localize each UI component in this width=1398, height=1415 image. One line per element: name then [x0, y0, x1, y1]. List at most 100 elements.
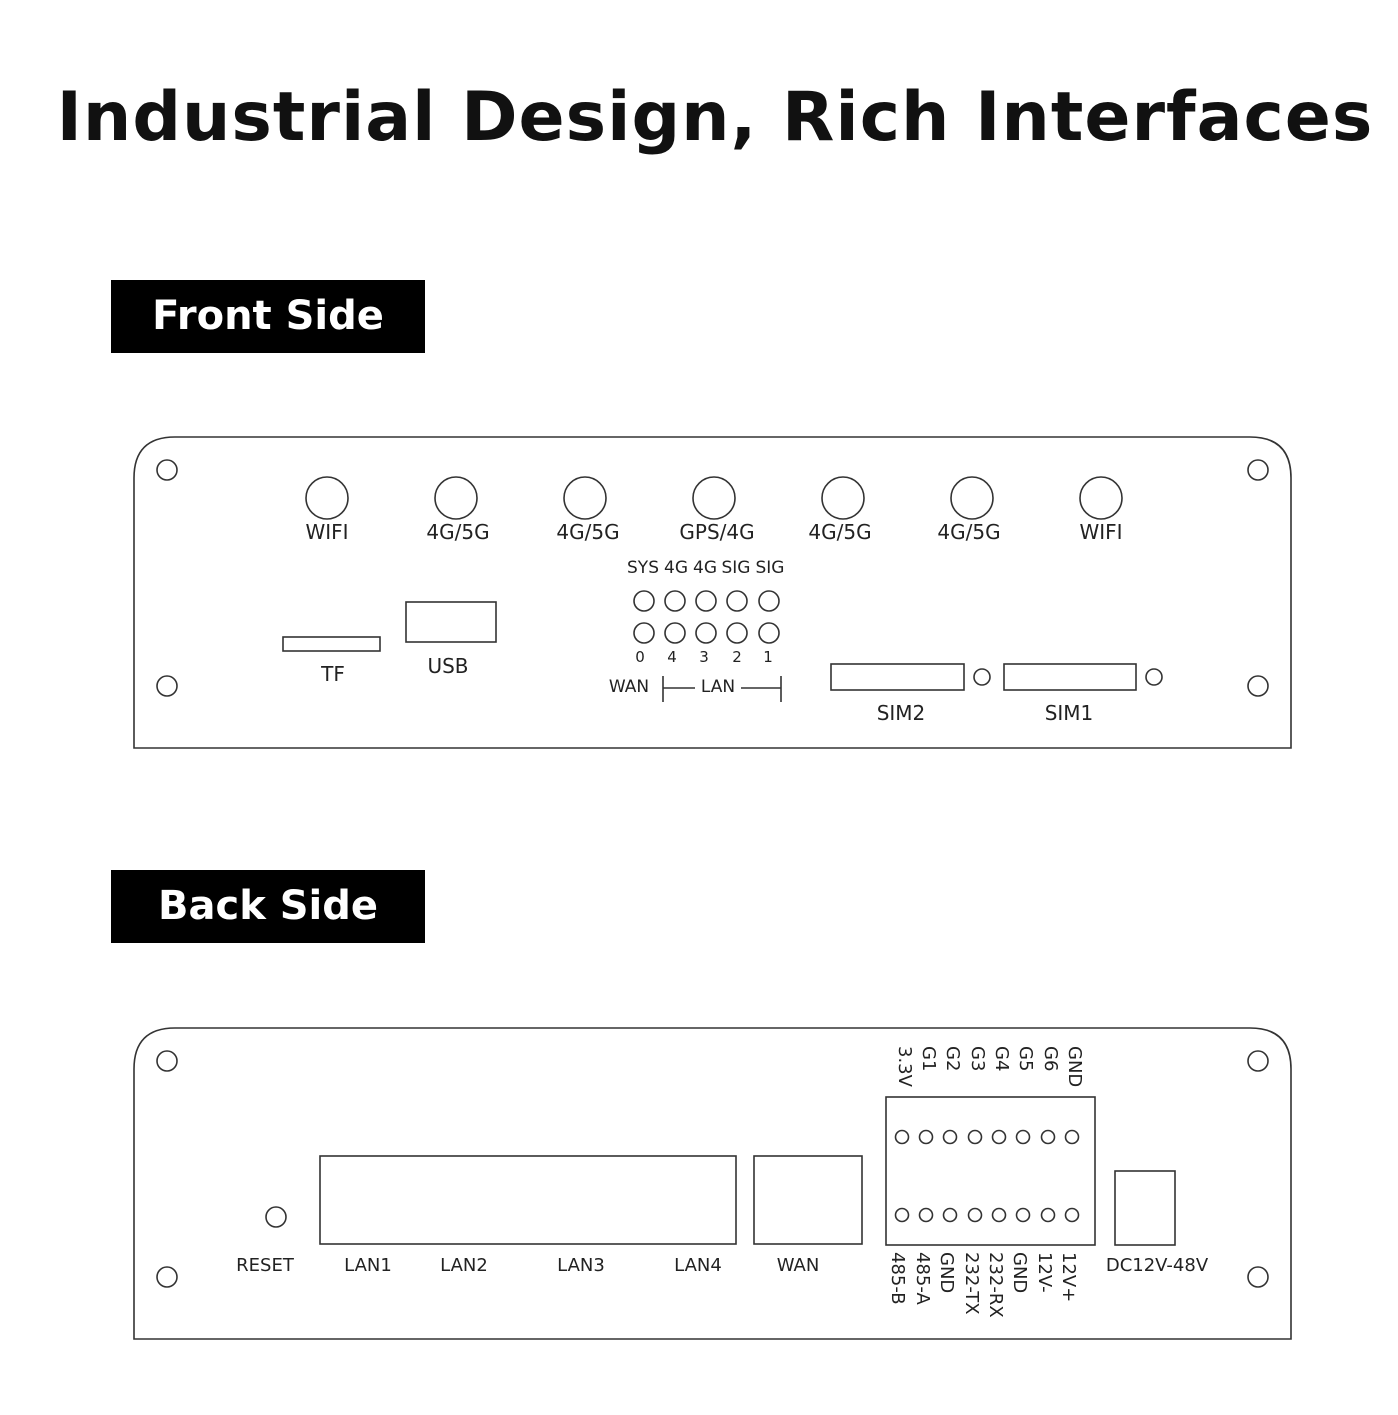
terminal-pin [1015, 1207, 1031, 1223]
front-side-label: Front Side [111, 280, 425, 353]
terminal-top-label: G1 [918, 1046, 939, 1071]
led-top-label: SIG [722, 558, 751, 578]
terminal-pin [991, 1129, 1007, 1145]
led-top-label: 4G [693, 558, 717, 578]
terminal-bottom-label: 232-TX [961, 1252, 982, 1315]
antenna-label: GPS/4G [679, 520, 754, 544]
mount-hole [156, 675, 178, 697]
terminal-top-label: GND [1064, 1046, 1085, 1087]
terminal-pin [967, 1207, 983, 1223]
terminal-pin [942, 1129, 958, 1145]
front-panel: WIFI 4G/5G 4G/5G GPS/4G 4G/5G 4G/5G WIFI… [133, 436, 1292, 749]
led-bottom-label: 1 [763, 648, 773, 666]
sim1-label: SIM1 [1045, 701, 1094, 725]
terminal-pin [1064, 1207, 1080, 1223]
terminal-top-label: G6 [1040, 1046, 1061, 1071]
sim2-slot [830, 663, 965, 691]
terminal-pin [894, 1207, 910, 1223]
tf-label: TF [320, 662, 345, 686]
lan-bracket [662, 676, 782, 702]
terminal-top-label: G4 [991, 1046, 1012, 1071]
led-bottom-label: 4 [667, 648, 677, 666]
led-indicator [633, 622, 655, 644]
terminal-pin [894, 1129, 910, 1145]
mount-hole [1247, 675, 1269, 697]
antenna-connector-4g5g-1 [434, 476, 478, 520]
antenna-connector-gps4g [692, 476, 736, 520]
led-bottom-label: 0 [635, 648, 645, 666]
front-panel-outline [133, 436, 1292, 749]
lan-port-label: LAN3 [557, 1255, 605, 1276]
terminal-pin [991, 1207, 1007, 1223]
wan-port [753, 1155, 863, 1245]
antenna-label: 4G/5G [937, 520, 1000, 544]
led-indicator [726, 590, 748, 612]
terminal-bottom-label: 485-A [912, 1252, 933, 1305]
terminal-top-label: G3 [967, 1046, 988, 1071]
led-top-label: SIG [756, 558, 785, 578]
usb-port [405, 601, 497, 643]
led-top-label: 4G [664, 558, 688, 578]
terminal-top-label: G2 [942, 1046, 963, 1071]
terminal-top-label: 3.3V [894, 1046, 915, 1088]
mount-hole [156, 1266, 178, 1288]
terminal-pin [918, 1207, 934, 1223]
lan-port-block [319, 1155, 737, 1245]
dc-power-jack [1114, 1170, 1176, 1246]
led-indicator [758, 622, 780, 644]
antenna-connector-wifi-1 [305, 476, 349, 520]
terminal-pin [942, 1207, 958, 1223]
mount-hole [1247, 459, 1269, 481]
sim1-slot [1003, 663, 1137, 691]
lan-port-label: LAN2 [440, 1255, 488, 1276]
terminal-bottom-label: 485-B [887, 1252, 908, 1305]
terminal-pin [1040, 1207, 1056, 1223]
led-indicator [664, 590, 686, 612]
dc-power-label: DC12V-48V [1106, 1255, 1209, 1276]
sim1-eject-hole [1145, 668, 1163, 686]
terminal-bottom-label: GND [936, 1252, 957, 1293]
antenna-label: 4G/5G [426, 520, 489, 544]
terminal-pin [967, 1129, 983, 1145]
antenna-label: WIFI [1079, 520, 1122, 544]
antenna-label: WIFI [305, 520, 348, 544]
reset-button [265, 1206, 287, 1228]
led-indicator [695, 590, 717, 612]
mount-hole [1247, 1266, 1269, 1288]
led-indicator [633, 590, 655, 612]
wan-port-label: WAN [777, 1255, 820, 1276]
antenna-connector-4g5g-4 [950, 476, 994, 520]
tf-card-slot [282, 636, 381, 652]
back-panel: RESET LAN1 LAN2 LAN3 LAN4 WAN 3.3V G1 G2… [133, 1027, 1292, 1340]
terminal-pin [1015, 1129, 1031, 1145]
antenna-connector-4g5g-2 [563, 476, 607, 520]
terminal-pin [1064, 1129, 1080, 1145]
terminal-bottom-label: 12V- [1034, 1252, 1055, 1293]
antenna-label: 4G/5G [808, 520, 871, 544]
lan-port-label: LAN4 [674, 1255, 722, 1276]
antenna-connector-4g5g-3 [821, 476, 865, 520]
terminal-bottom-label: 12V+ [1058, 1252, 1079, 1302]
terminal-bottom-label: 232-RX [985, 1252, 1006, 1318]
led-bottom-label: 3 [699, 648, 709, 666]
terminal-pin [1040, 1129, 1056, 1145]
lan-led-label: LAN [701, 677, 735, 697]
lan-port-label: LAN1 [344, 1255, 392, 1276]
led-indicator [664, 622, 686, 644]
terminal-pin [918, 1129, 934, 1145]
back-panel-outline [133, 1027, 1292, 1340]
mount-hole [156, 1050, 178, 1072]
reset-label: RESET [236, 1255, 295, 1276]
led-bottom-label: 2 [732, 648, 742, 666]
page-title: Industrial Design, Rich Interfaces [56, 78, 1374, 157]
led-indicator [726, 622, 748, 644]
antenna-label: 4G/5G [556, 520, 619, 544]
terminal-block [885, 1096, 1096, 1246]
mount-hole [156, 459, 178, 481]
led-indicator [695, 622, 717, 644]
wan-led-label: WAN [609, 677, 649, 697]
terminal-bottom-label: GND [1009, 1252, 1030, 1293]
sim2-eject-hole [973, 668, 991, 686]
led-top-label: SYS [627, 558, 659, 578]
